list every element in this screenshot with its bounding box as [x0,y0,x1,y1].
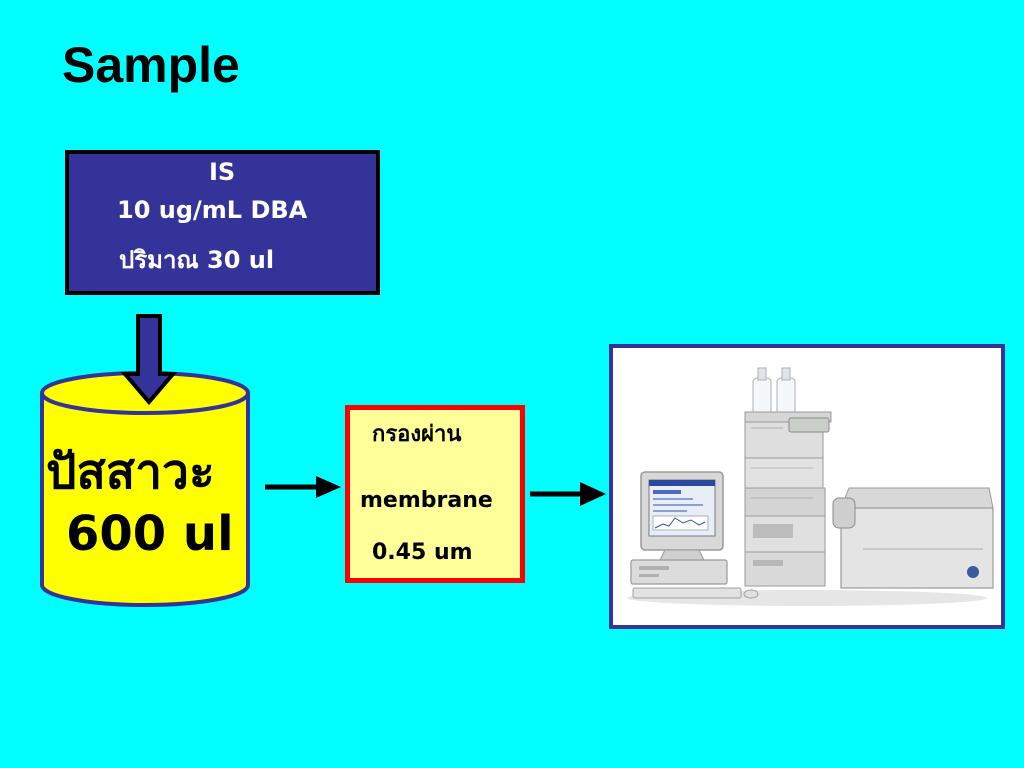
filter-membrane: membrane [360,488,493,513]
internal-standard-box: IS 10 ug/mL DBA ปริมาณ 30 ul [65,150,380,295]
right-arrow-icon [530,482,606,506]
is-label: IS [209,158,236,186]
hplc-instrument-image [609,344,1005,629]
mass-spectrometer-icon [832,487,994,589]
cylinder-body [40,393,250,607]
filter-pore-size: 0.45 um [372,540,473,565]
sample-name: ปัสสาวะ [46,444,215,500]
filter-step-box: กรองผ่าน membrane 0.45 um [345,405,525,583]
is-volume: ปริมาณ 30 ul [119,246,275,274]
is-concentration: 10 ug/mL DBA [117,196,308,224]
filter-label: กรองผ่าน [372,422,462,447]
right-arrow-icon [265,476,341,498]
computer-monitor-icon [640,471,724,563]
solvent-bottles-icon [752,367,796,415]
hplc-instrument-icon [627,367,994,606]
hplc-module-stack-icon [744,411,832,587]
sample-cylinder [40,371,250,607]
sample-volume: 600 ul [66,506,234,562]
page-title: Sample [62,37,240,93]
down-arrow-icon [120,314,178,406]
